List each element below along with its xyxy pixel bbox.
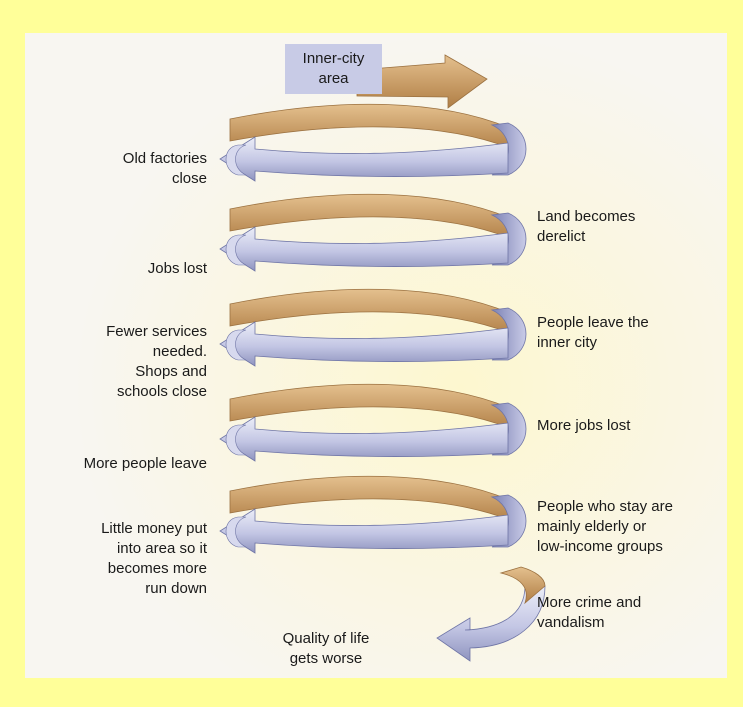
end-arrow [437, 567, 545, 661]
spiral-turn [220, 476, 526, 553]
spiral-turn [220, 104, 526, 181]
left-label-little-money: Little money put into area so it becomes… [47, 519, 207, 599]
ribbon-back-band [230, 476, 517, 523]
start-box: Inner-city area [285, 44, 382, 94]
right-label-more-jobs-lost: More jobs lost [537, 416, 722, 436]
left-label-more-people-leave: More people leave [27, 454, 207, 474]
spiral-turn [220, 384, 526, 461]
ribbon-back-band [230, 194, 517, 241]
left-label-old-factories: Old factories close [67, 149, 207, 189]
left-label-jobs-lost: Jobs lost [67, 259, 207, 279]
spiral-diagram: Inner-city area Old factories close Jobs… [25, 33, 727, 678]
ribbon-front-arrow [220, 137, 508, 181]
ribbon-back-band [230, 289, 517, 336]
spiral-turn [220, 194, 526, 271]
ribbon-back-band [230, 384, 517, 431]
start-label: Inner-city area [303, 49, 365, 89]
ribbon-front-arrow [220, 322, 508, 366]
right-label-land-derelict: Land becomes derelict [537, 207, 722, 247]
ribbon-front-arrow [220, 227, 508, 271]
spiral-turn [220, 289, 526, 366]
end-label: Quality of life gets worse [251, 629, 401, 669]
ribbon-front-arrow [220, 509, 508, 553]
right-label-people-who-stay: People who stay are mainly elderly or lo… [537, 497, 725, 557]
right-label-more-crime: More crime and vandalism [537, 593, 722, 633]
ribbon-back-band [230, 104, 517, 151]
right-label-people-leave: People leave the inner city [537, 313, 722, 353]
ribbon-front-arrow [220, 417, 508, 461]
left-label-fewer-services: Fewer services needed. Shops and schools… [55, 322, 207, 402]
